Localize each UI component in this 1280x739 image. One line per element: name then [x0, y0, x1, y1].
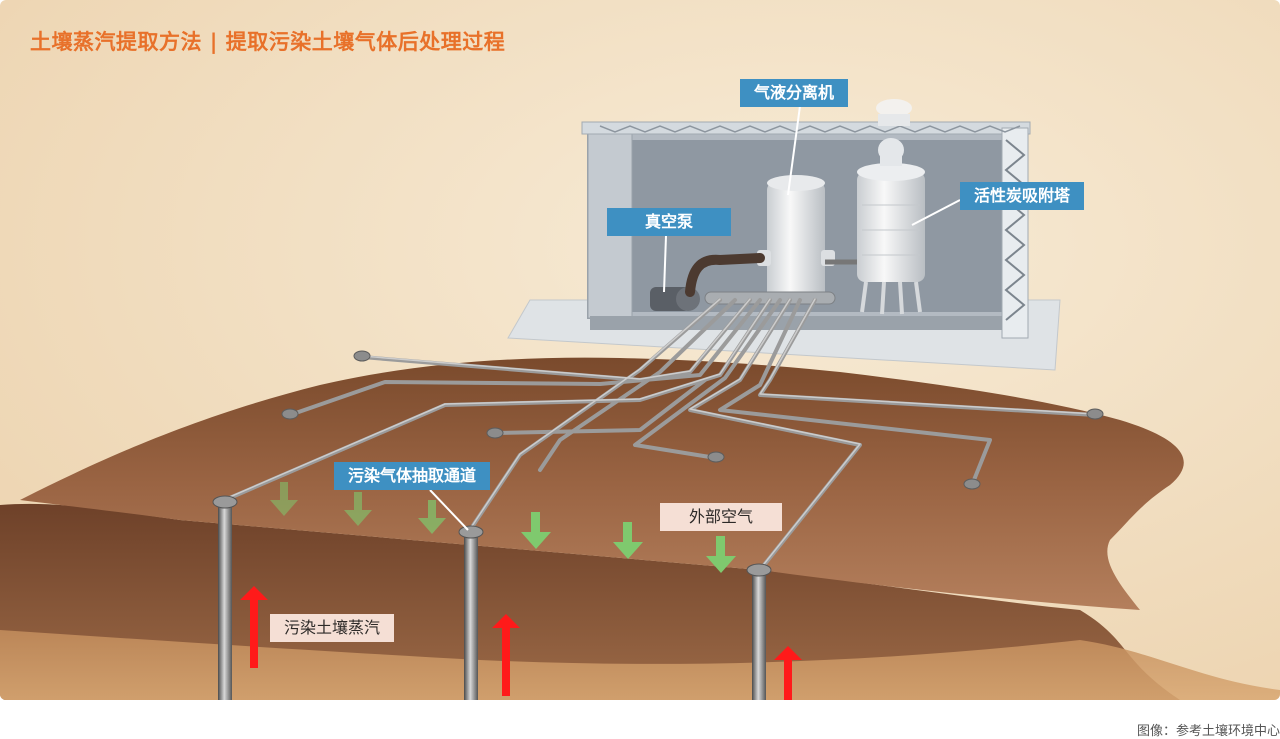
green-arrow	[521, 512, 551, 549]
red-arrow	[774, 646, 802, 700]
label-contaminated-vapor: 污染土壤蒸汽	[270, 614, 395, 642]
carbon-tower	[857, 138, 925, 315]
sand-layer	[0, 630, 1280, 700]
label-extraction-pipe: 污染气体抽取通道	[334, 462, 491, 490]
green-arrow	[613, 522, 643, 559]
image-credit: 图像：参考土壤环境中心	[1136, 724, 1280, 739]
red-arrow	[240, 586, 268, 668]
label-leader-lines	[429, 105, 961, 531]
red-arrow	[492, 614, 520, 696]
page-title: 土壤蒸汽提取方法 | 提取污染土壤气体后处理过程	[30, 30, 506, 54]
diagram-illustration	[0, 0, 1280, 700]
vacuum-pump-machine	[650, 253, 836, 311]
label-outside-air: 外部空气	[660, 503, 782, 531]
pipe-network-highlight	[224, 298, 1096, 570]
green-arrow	[344, 492, 372, 526]
soil-surface	[20, 357, 1184, 610]
extraction-wells	[212, 495, 772, 700]
green-arrow	[270, 482, 298, 516]
diagram-scene: 土壤蒸汽提取方法 | 提取污染土壤气体后处理过程 气液分离机 活性炭吸附塔 真空…	[0, 0, 1280, 700]
label-vacuum-pump: 真空泵	[607, 208, 731, 236]
green-arrow	[706, 536, 736, 573]
vapor-arrows	[240, 586, 802, 700]
pipe-caps	[281, 350, 1104, 490]
separator-tank	[757, 175, 835, 300]
outside-air-arrows	[270, 482, 736, 573]
green-arrow	[418, 500, 446, 534]
label-carbon-tower: 活性炭吸附塔	[960, 182, 1085, 210]
label-separator: 气液分离机	[740, 79, 849, 107]
